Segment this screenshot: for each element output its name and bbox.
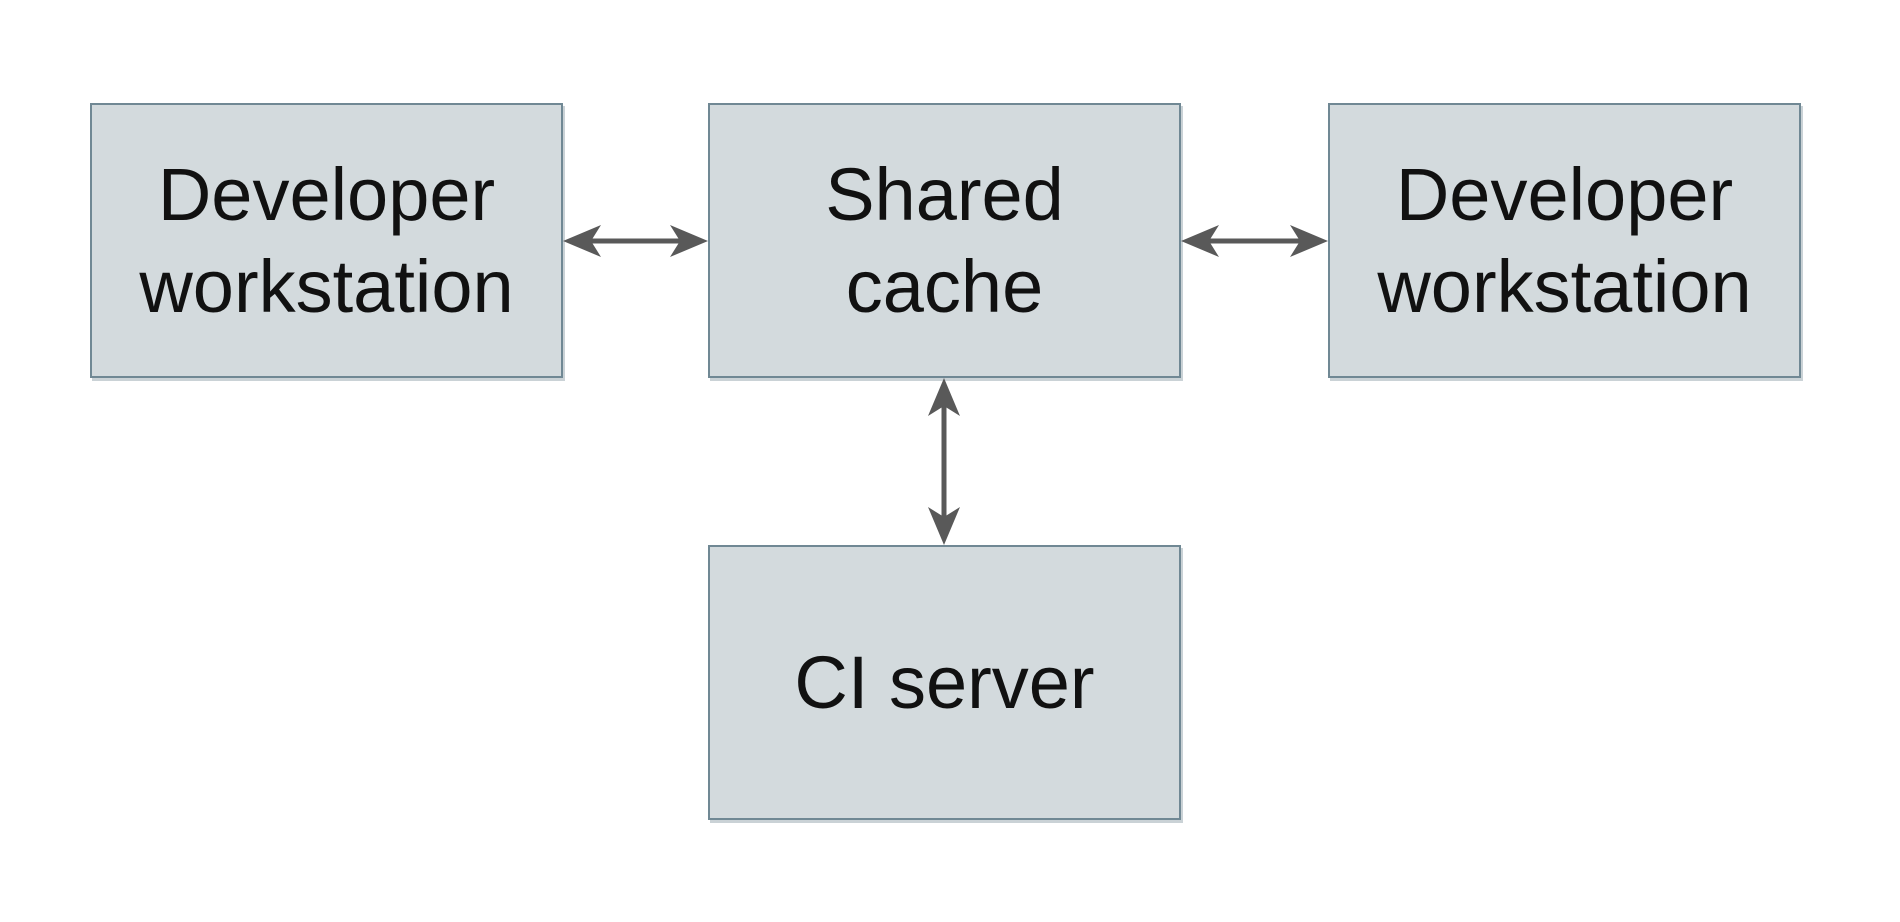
node-shared-cache: Shared cache	[708, 103, 1181, 378]
node-developer-workstation-right: Developer workstation	[1328, 103, 1801, 378]
bidirectional-arrow-icon-workstation-left-to-cache	[563, 223, 708, 259]
node-label-line: Developer	[1395, 152, 1734, 236]
node-label-line: CI server	[794, 640, 1095, 724]
node-label-line: Developer	[157, 152, 496, 236]
node-label-line: workstation	[1377, 244, 1752, 328]
bidirectional-arrow-icon-cache-to-ci-server	[926, 378, 962, 545]
node-label-line: cache	[845, 244, 1044, 328]
node-label-line: workstation	[139, 244, 514, 328]
bidirectional-arrow-icon-cache-to-workstation-right	[1181, 223, 1328, 259]
node-ci-server: CI server	[708, 545, 1181, 820]
node-developer-workstation-left: Developer workstation	[90, 103, 563, 378]
node-label-line: Shared	[825, 152, 1064, 236]
